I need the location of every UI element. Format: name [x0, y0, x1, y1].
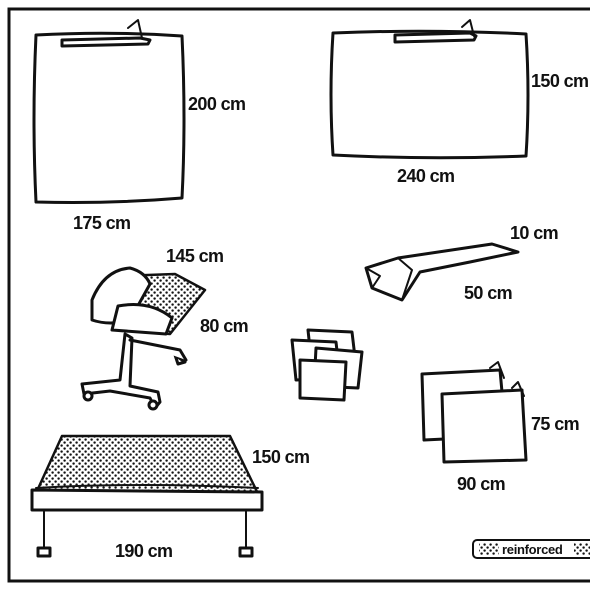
drape-wide-height-label: 150 cm — [531, 71, 588, 91]
towel-height-label: 75 cm — [531, 414, 579, 434]
instrument-cover-length-label: 145 cm — [166, 246, 223, 266]
instrument-cover-width-label: 80 cm — [200, 316, 248, 336]
legend: reinforced — [472, 539, 590, 559]
adhesive-tape: 10 cm 50 cm — [364, 223, 559, 303]
drape-large-width-label: 175 cm — [73, 213, 130, 233]
drape-large-height-label: 200 cm — [188, 94, 245, 114]
legend-text: reinforced — [502, 542, 563, 557]
dot-pattern-icon — [479, 543, 499, 555]
large-towels: 75 cm 90 cm — [420, 361, 580, 494]
table-cover-length-label: 190 cm — [115, 541, 172, 561]
hand-towels — [290, 328, 364, 402]
large-drape: 200 cm 175 cm — [32, 19, 246, 233]
tape-length-label: 50 cm — [464, 283, 512, 303]
wide-drape: 150 cm 240 cm — [329, 19, 589, 186]
table-cover: 150 cm 190 cm — [30, 434, 310, 561]
outer-frame — [7, 7, 590, 583]
instrument-stand-cover: 145 cm 80 cm — [80, 246, 249, 411]
table-cover-width-label: 150 cm — [252, 447, 309, 467]
tape-width-label: 10 cm — [510, 223, 558, 243]
towel-width-label: 90 cm — [457, 474, 505, 494]
drape-wide-width-label: 240 cm — [397, 166, 454, 186]
